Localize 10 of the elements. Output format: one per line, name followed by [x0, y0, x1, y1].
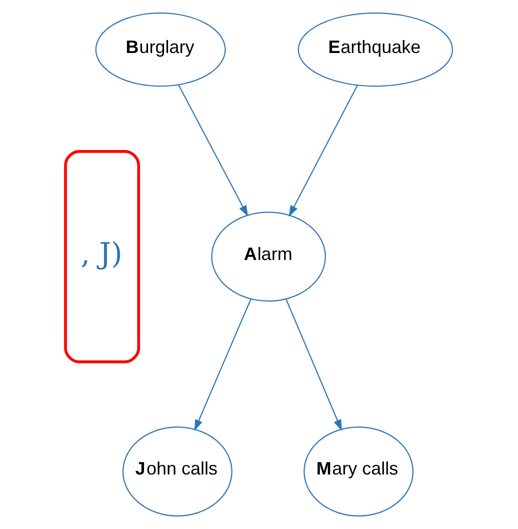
node-ellipse: Mary calls	[304, 426, 414, 516]
arrow	[286, 299, 342, 431]
arrow	[194, 299, 252, 431]
node-ellipse: John calls	[122, 426, 232, 516]
arrow	[288, 85, 358, 217]
node-ellipse: Alarm	[211, 212, 326, 302]
node-ellipse: Burglary	[95, 12, 226, 87]
node-box: , J)	[64, 150, 140, 364]
arrow	[178, 84, 248, 217]
node-ellipse: Earthquake	[298, 12, 454, 87]
